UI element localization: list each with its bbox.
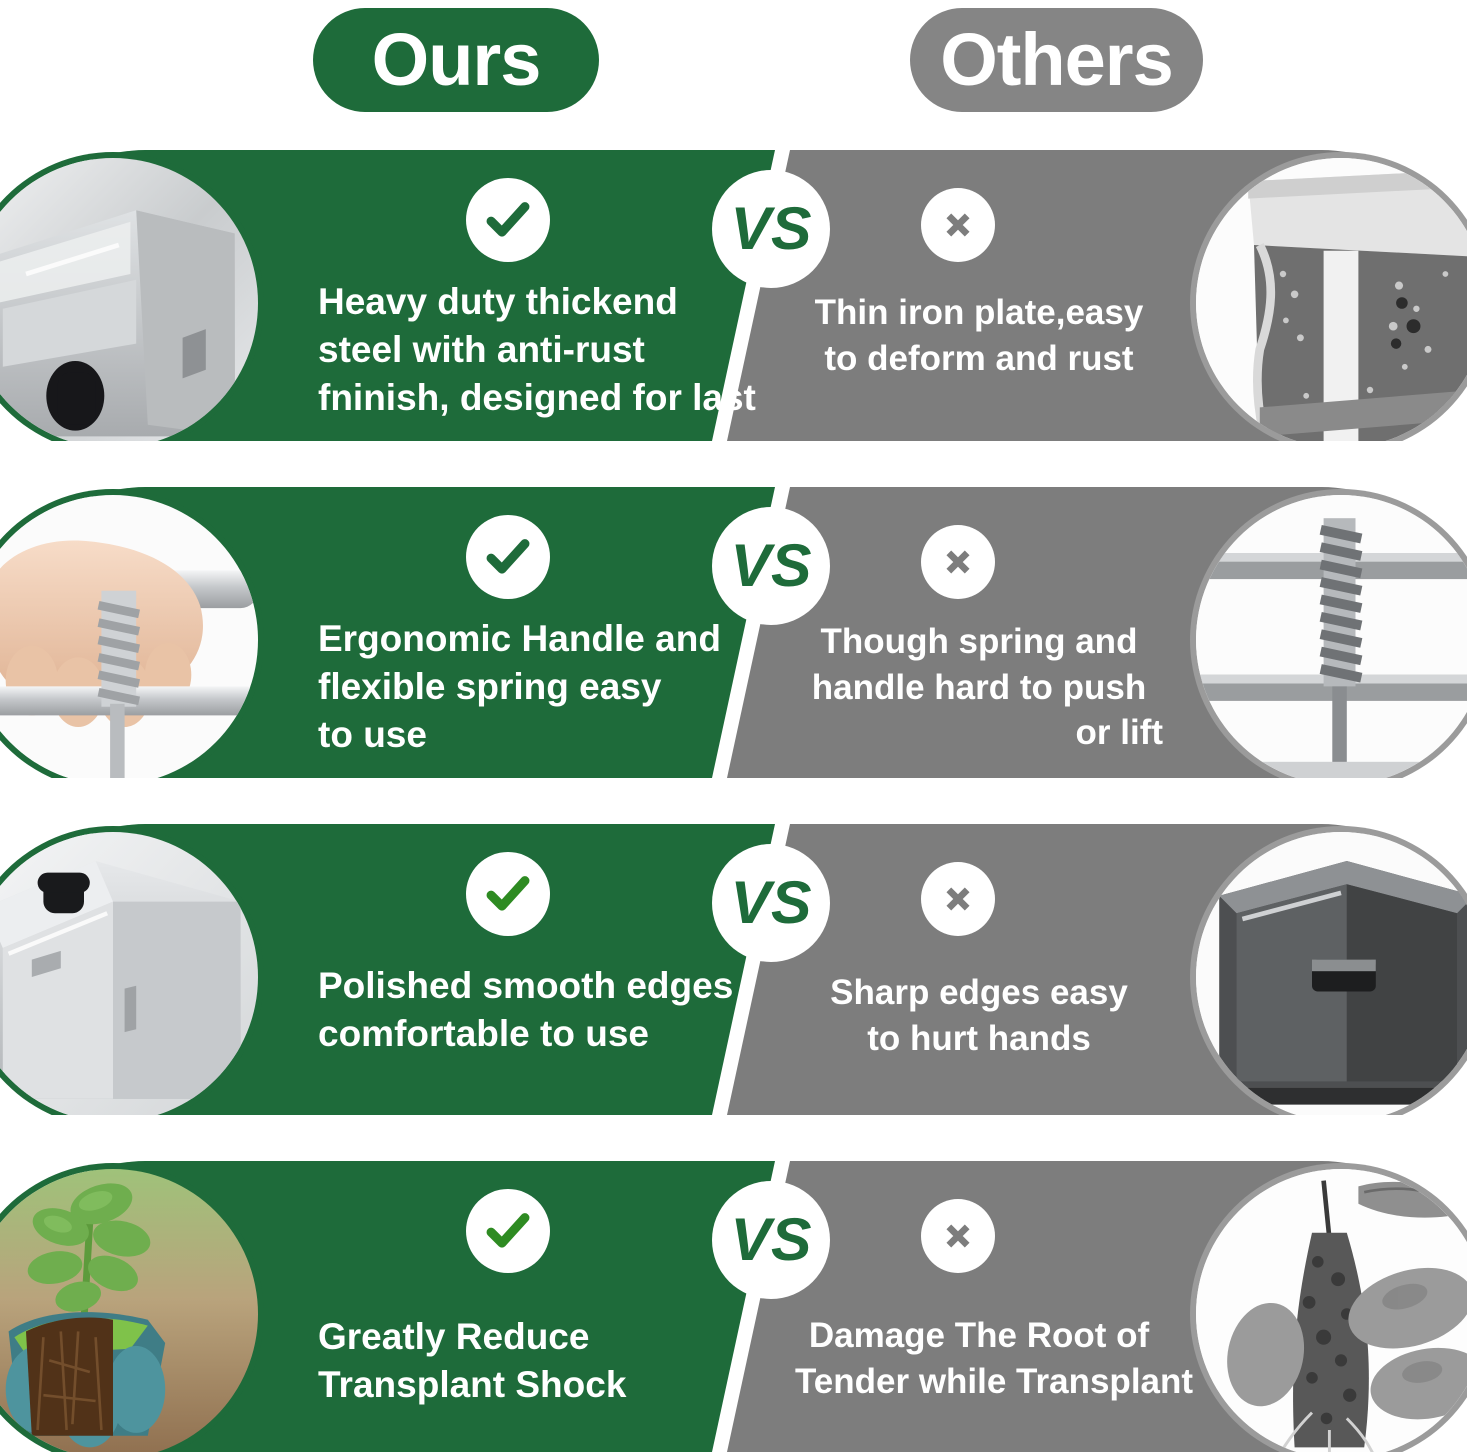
x-icon [946, 550, 970, 574]
rusty-thin-iron-plate-icon [1196, 158, 1467, 441]
check-icon [486, 202, 530, 237]
sharp-edge-metal-box-icon [1196, 832, 1467, 1115]
ours-text-line: fninish, designed for last [318, 377, 756, 419]
ours-title-pill: Ours [313, 8, 599, 112]
check-badge [466, 852, 550, 936]
ours-feature-text: Greatly Reduce Transplant Shock [318, 1313, 718, 1409]
svg-text:VS: VS [731, 194, 812, 262]
ours-text-line: Greatly Reduce [318, 1316, 590, 1357]
ours-photo [0, 832, 258, 1115]
ours-title-label: Ours [371, 18, 542, 101]
check-badge [466, 515, 550, 599]
ours-text-line: Heavy duty thickend [318, 281, 678, 322]
x-icon [946, 213, 970, 237]
svg-text:VS: VS [731, 1205, 812, 1273]
damaged-bare-root-plant-icon [1196, 1169, 1467, 1452]
x-badge [921, 862, 995, 936]
comparison-row: Greatly Reduce Transplant Shock VS Damag… [0, 1161, 1467, 1452]
gloved-hand-holding-seedling-icon [0, 1169, 258, 1452]
x-badge [921, 525, 995, 599]
check-badge [466, 178, 550, 262]
stiff-spring-handle-icon [1196, 495, 1467, 778]
others-text-line: Damage The Root of [808, 1316, 1150, 1355]
ours-text-line: Ergonomic Handle and [318, 618, 721, 659]
ours-text-line: Transplant Shock [318, 1364, 627, 1406]
others-title-pill: Others [910, 8, 1203, 112]
others-text-line: handle hard to push [811, 667, 1147, 707]
others-photo [1196, 832, 1467, 1115]
ours-photo [0, 158, 258, 441]
x-icon [946, 1224, 970, 1248]
ours-photo [0, 495, 258, 778]
others-photo [1196, 495, 1467, 778]
vs-badge: VS [712, 844, 830, 962]
ours-feature-text: Heavy duty thickend steel with anti-rust… [318, 278, 756, 422]
check-icon [486, 876, 530, 911]
check-badge [466, 1189, 550, 1273]
others-text-line: Thin iron plate,easy [814, 293, 1144, 332]
comparison-row: Polished smooth edges comfortable to use… [0, 824, 1467, 1115]
polished-smooth-edge-box-icon [0, 832, 258, 1115]
others-drawback-text: Though spring and handle hard to push or… [795, 619, 1163, 756]
svg-text:VS: VS [731, 531, 812, 599]
others-photo [1196, 158, 1467, 441]
vs-icon: VS [731, 1205, 812, 1273]
x-badge [921, 1199, 995, 1273]
ours-photo [0, 1169, 258, 1452]
ours-text-line: steel with anti-rust [318, 329, 645, 371]
others-text-line: to deform and rust [824, 338, 1134, 378]
hand-on-ergonomic-handle-icon [0, 495, 258, 778]
vs-icon: VS [731, 194, 812, 262]
comparison-row: Heavy duty thickend steel with anti-rust… [0, 150, 1467, 441]
stainless-steel-corner-closeup-icon [0, 158, 258, 441]
svg-text:VS: VS [731, 868, 812, 936]
vs-badge: VS [712, 507, 830, 625]
others-title-label: Others [940, 18, 1174, 101]
others-text-line: Sharp edges easy [830, 973, 1128, 1012]
ours-feature-text: Ergonomic Handle and flexible spring eas… [318, 615, 721, 759]
ours-text-line: comfortable to use [318, 1013, 649, 1055]
others-text-line: or lift [1075, 713, 1163, 752]
ours-feature-text: Polished smooth edges comfortable to use [318, 962, 734, 1058]
ours-text-line: flexible spring easy [318, 666, 662, 708]
others-text-line: Tender while Transplant [795, 1361, 1194, 1401]
vs-badge: VS [712, 1181, 830, 1299]
others-text-line: Though spring and [820, 622, 1138, 661]
others-drawback-text: Sharp edges easy to hurt hands [795, 970, 1163, 1061]
ours-text-line: to use [318, 714, 427, 756]
others-drawback-text: Damage The Root of Tender while Transpla… [795, 1313, 1194, 1404]
ours-text-line: Polished smooth edges [318, 965, 734, 1006]
comparison-row: Ergonomic Handle and flexible spring eas… [0, 487, 1467, 778]
check-icon [486, 1213, 530, 1248]
check-icon [486, 539, 530, 574]
vs-icon: VS [731, 531, 812, 599]
others-text-line: to hurt hands [867, 1018, 1091, 1058]
x-icon [946, 887, 970, 911]
x-badge [921, 188, 995, 262]
vs-icon: VS [731, 868, 812, 936]
others-drawback-text: Thin iron plate,easy to deform and rust [795, 290, 1163, 381]
vs-badge: VS [712, 170, 830, 288]
others-photo [1196, 1169, 1467, 1452]
header: Ours Others [0, 0, 1467, 122]
